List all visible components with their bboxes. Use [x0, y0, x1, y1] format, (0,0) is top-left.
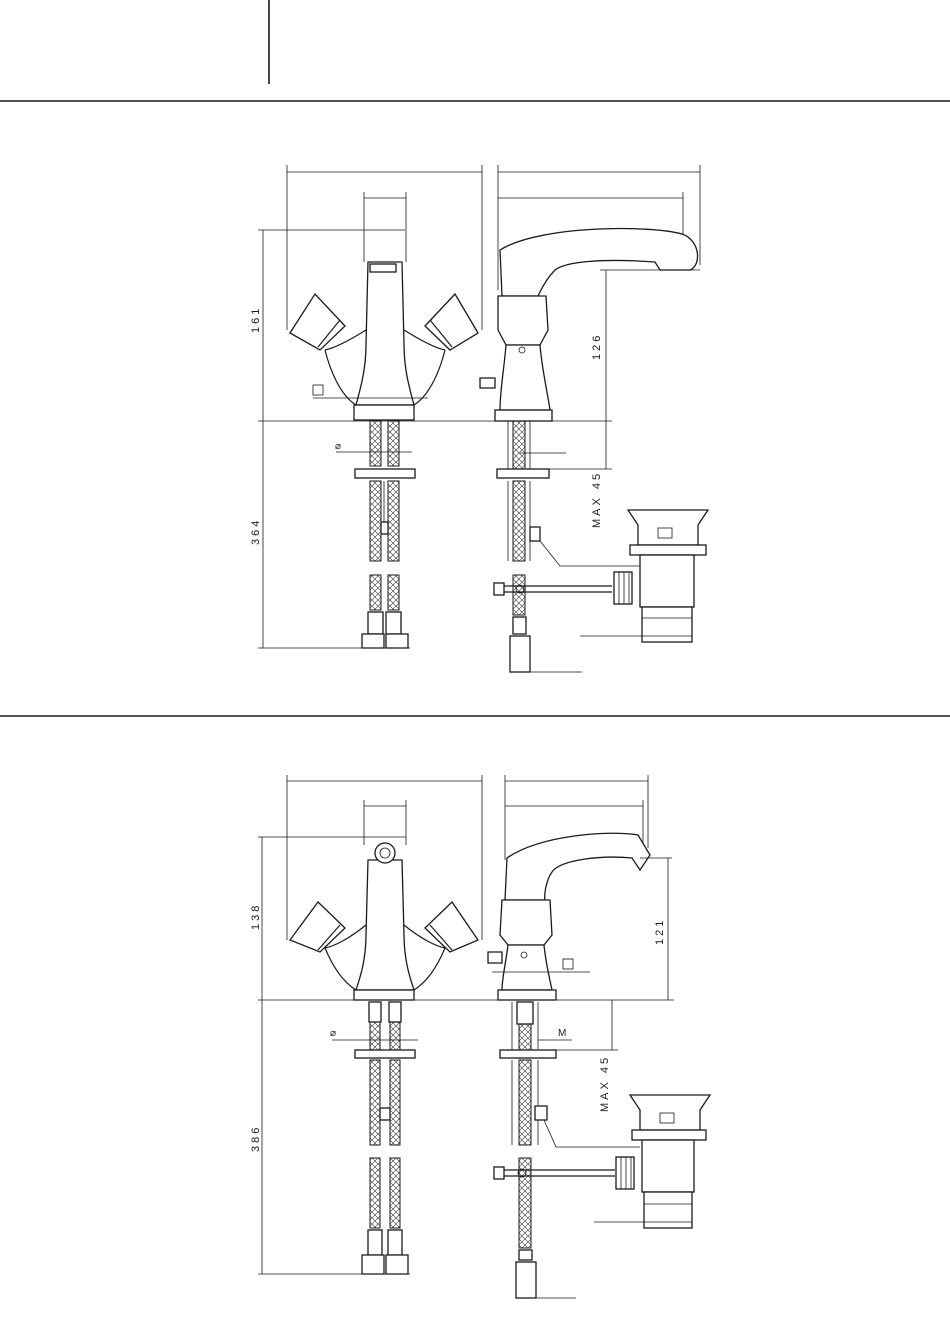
- diameter-symbol-bottom: ⌀: [330, 1028, 336, 1039]
- diameter-symbol: ⌀: [335, 441, 341, 452]
- front-view-bottom: [258, 775, 560, 1274]
- square-symbol-box-bottom: [563, 959, 573, 969]
- height-upper-label: 161: [250, 306, 262, 333]
- front-view-top: [258, 165, 520, 648]
- square-symbol-box: [313, 385, 323, 395]
- max-label: MAX 45: [591, 471, 603, 528]
- side-view-top: [480, 165, 708, 672]
- height-lower-label-bottom: 386: [250, 1125, 262, 1152]
- height-upper-label-bottom: 138: [250, 903, 262, 930]
- side-view-bottom: [488, 775, 710, 1298]
- spout-height-label-bottom: 121: [654, 918, 666, 945]
- max-label-bottom: MAX 45: [599, 1055, 611, 1112]
- title-block: [0, 0, 950, 716]
- top-drawing: 161 364 126 MAX 45 ⌀: [250, 165, 708, 672]
- spout-height-label: 126: [591, 333, 603, 360]
- bottom-drawing: 138 386 121 MAX 45 ⌀ M: [250, 775, 710, 1298]
- thread-symbol: M: [558, 1028, 566, 1039]
- height-lower-label: 364: [250, 518, 262, 545]
